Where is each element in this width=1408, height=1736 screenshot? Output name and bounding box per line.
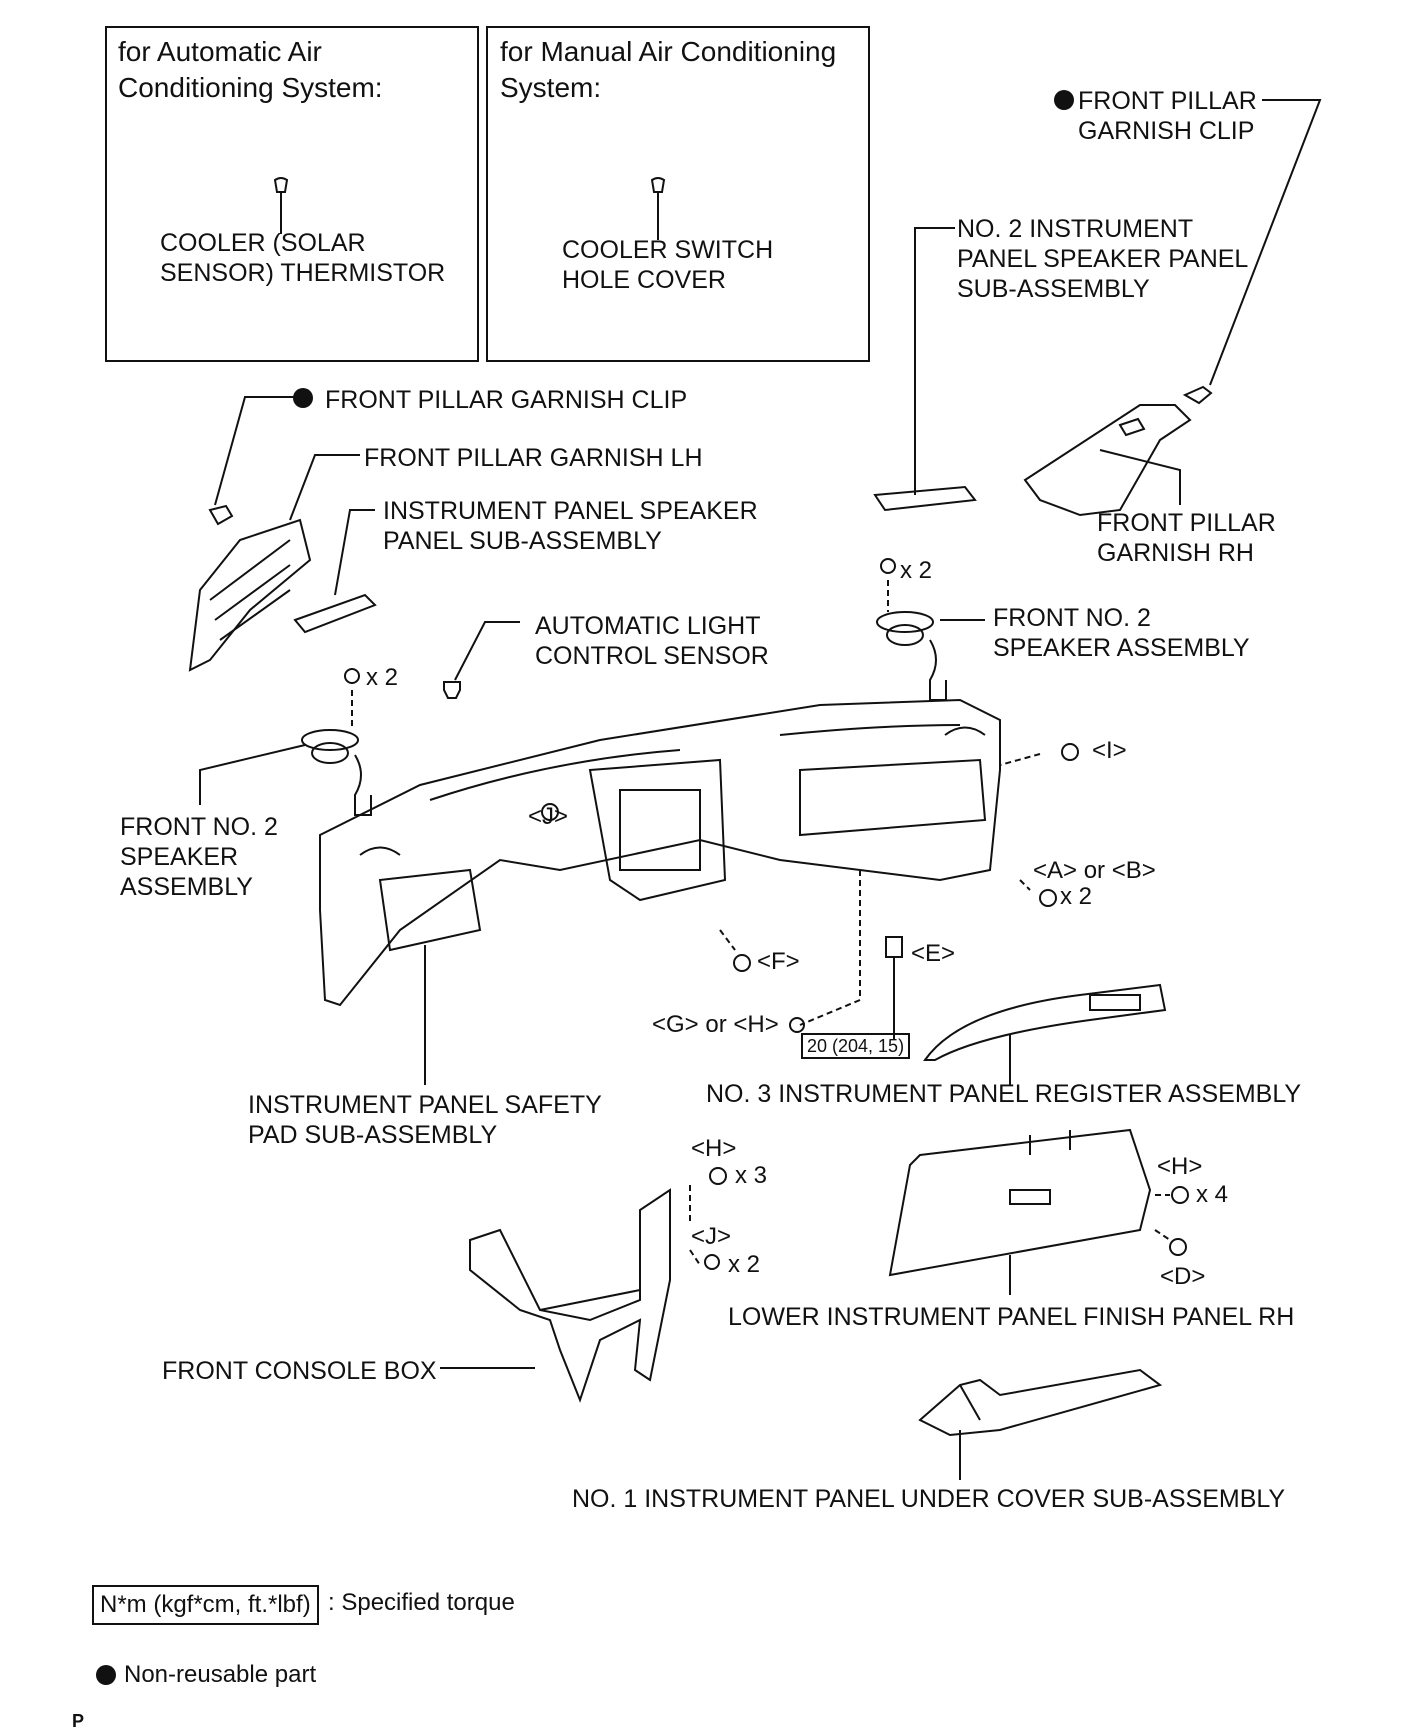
legend-torque-unit-box: N*m (kgf*cm, ft.*lbf)	[92, 1585, 319, 1625]
front-pillar-garnish-rh-label: FRONT PILLAR GARNISH RH	[1097, 509, 1276, 567]
register-label: NO. 3 INSTRUMENT PANEL REGISTER ASSEMBLY	[706, 1080, 1302, 1108]
fastener-x2-console: x 2	[728, 1251, 761, 1278]
pillar-garnish-rh-icon	[1023, 404, 1192, 517]
thermistor-icon	[273, 177, 289, 234]
lower-finish-panel-label: LOWER INSTRUMENT PANEL FINISH PANEL RH	[728, 1303, 1295, 1331]
instrument-panel-icon	[319, 698, 1001, 1007]
fastener-x3: x 3	[735, 1162, 768, 1189]
screw-j-top-icon	[541, 803, 559, 821]
pillar-clip-lh-icon	[208, 504, 234, 526]
legend-torque-text: : Specified torque	[328, 1589, 515, 1616]
screw-i-icon	[1061, 743, 1079, 761]
legend-nonreusable-text: Non-reusable part	[124, 1661, 317, 1688]
fastener-d: <D>	[1160, 1263, 1206, 1290]
speaker-lh-icon	[301, 729, 372, 816]
speaker-panel-icon	[293, 593, 377, 634]
light-sensor-icon	[443, 681, 461, 699]
fastener-x2-rh-speaker: x 2	[900, 557, 933, 584]
fastener-a-or-b: <A> or <B>	[1033, 857, 1156, 884]
nonreusable-dot-legend-icon	[96, 1665, 116, 1685]
torque-value-box: 20 (204, 15)	[801, 1033, 911, 1059]
nonreusable-dot-lh-icon	[293, 388, 313, 408]
fastener-j-top: <J>	[528, 803, 569, 830]
screw-gh-icon	[789, 1017, 805, 1033]
pillar-clip-rh-icon	[1182, 385, 1213, 405]
under-cover-icon	[918, 1368, 1163, 1437]
console-box-icon	[469, 1188, 671, 1403]
bolt-e-icon	[885, 936, 903, 1035]
screw-f-icon	[733, 954, 751, 972]
front-pillar-garnish-clip-rh-label: FRONT PILLAR GARNISH CLIP	[1078, 87, 1257, 145]
fastener-f: <F>	[757, 948, 800, 975]
screw-lh-speaker-icon	[344, 668, 360, 684]
front-pillar-garnish-lh-label: FRONT PILLAR GARNISH LH	[364, 444, 703, 472]
speaker-panel-label: INSTRUMENT PANEL SPEAKER PANEL SUB-ASSEM…	[383, 497, 758, 555]
fastener-x2-ab: x 2	[1060, 883, 1093, 910]
safety-pad-label: INSTRUMENT PANEL SAFETY PAD SUB-ASSEMBLY	[248, 1091, 602, 1149]
register-icon	[923, 983, 1167, 1061]
pillar-garnish-lh-icon	[188, 518, 312, 672]
fastener-h-console: <H>	[691, 1135, 737, 1162]
fastener-h-glove: <H>	[1157, 1153, 1203, 1180]
fastener-g-or-h: <G> or <H>	[652, 1011, 779, 1038]
screw-d-icon	[1169, 1238, 1187, 1256]
console-box-label: FRONT CONSOLE BOX	[162, 1357, 437, 1385]
thermistor-label: COOLER (SOLAR SENSOR) THERMISTOR	[160, 229, 446, 287]
speaker-rh-label: FRONT NO. 2 SPEAKER ASSEMBLY	[993, 604, 1250, 662]
corner-mark: P	[72, 1711, 85, 1731]
auto-ac-box-title: for Automatic Air Conditioning System:	[118, 36, 383, 103]
under-cover-label: NO. 1 INSTRUMENT PANEL UNDER COVER SUB-A…	[572, 1485, 1286, 1513]
no2-speaker-panel-icon	[873, 485, 977, 512]
auto-ac-box	[105, 26, 479, 362]
front-pillar-garnish-clip-lh-label: FRONT PILLAR GARNISH CLIP	[325, 386, 688, 414]
switch-cover-label: COOLER SWITCH HOLE COVER	[562, 236, 774, 294]
manual-ac-box-title: for Manual Air Conditioning System:	[500, 36, 837, 103]
nut-j-console-icon	[704, 1254, 720, 1270]
auto-light-sensor-label: AUTOMATIC LIGHT CONTROL SENSOR	[535, 612, 769, 670]
screw-h-console-icon	[709, 1167, 727, 1185]
screw-rh-speaker-icon	[880, 558, 896, 574]
screw-ab-icon	[1039, 889, 1057, 907]
glove-box-icon	[888, 1128, 1152, 1277]
no2-speaker-panel-label: NO. 2 INSTRUMENT PANEL SPEAKER PANEL SUB…	[957, 215, 1249, 303]
fastener-x2-lh-speaker: x 2	[366, 664, 399, 691]
speaker-lh-label: FRONT NO. 2 SPEAKER ASSEMBLY	[120, 813, 278, 901]
manual-ac-box	[486, 26, 870, 362]
switch-cover-icon	[650, 177, 666, 240]
nonreusable-dot-rh-icon	[1054, 90, 1074, 110]
speaker-rh-icon	[876, 611, 947, 701]
fastener-j-console: <J>	[691, 1223, 732, 1250]
fastener-e: <E>	[911, 940, 956, 967]
fastener-x4: x 4	[1196, 1181, 1229, 1208]
fastener-i: <I>	[1092, 737, 1127, 764]
screw-h-glove-icon	[1171, 1186, 1189, 1204]
